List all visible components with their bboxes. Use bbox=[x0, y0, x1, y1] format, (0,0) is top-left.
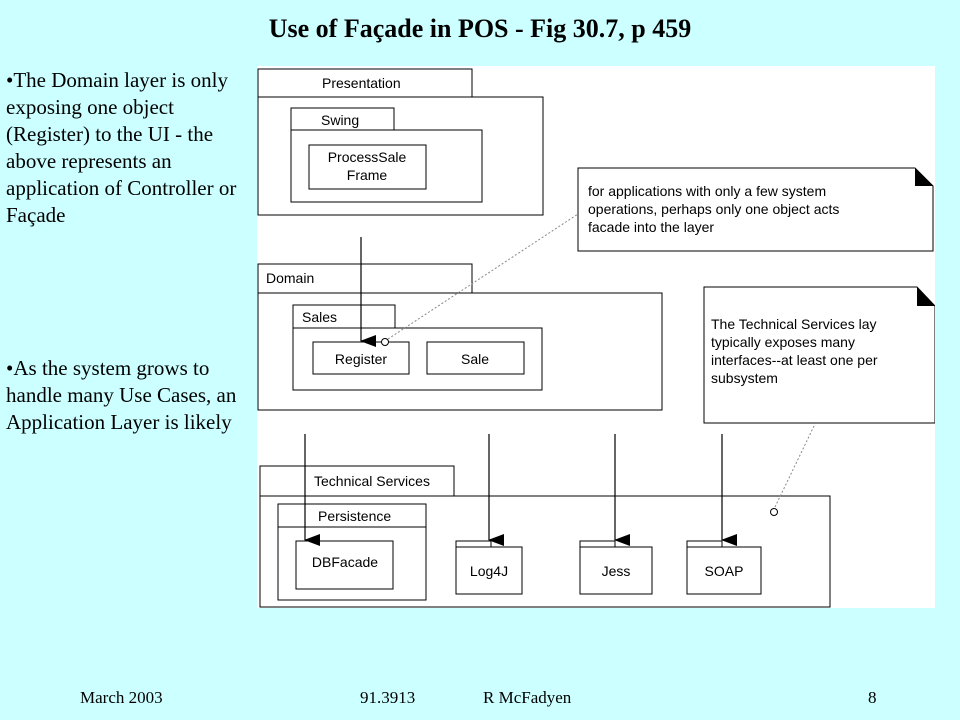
tech-note-anchor bbox=[770, 508, 778, 516]
domain-label: Domain bbox=[266, 270, 314, 286]
bullet-text: •The Domain layer is only exposing one o… bbox=[6, 68, 237, 227]
sale-label: Sale bbox=[461, 351, 489, 367]
persistence-label: Persistence bbox=[318, 508, 391, 524]
facade-note-line1: for applications with only a few system bbox=[588, 183, 826, 199]
soap-label: SOAP bbox=[705, 563, 744, 579]
technical-services-label: Technical Services bbox=[314, 473, 430, 489]
register-label: Register bbox=[335, 351, 387, 367]
swing-label: Swing bbox=[321, 112, 359, 128]
tech-note-line2: typically exposes many bbox=[711, 334, 855, 350]
facade-note-anchor bbox=[381, 338, 389, 346]
bullet-application-layer: •As the system grows to handle many Use … bbox=[6, 355, 242, 436]
process-sale-frame-label-line1: ProcessSale bbox=[328, 149, 407, 165]
tech-note-line3: interfaces--at least one per bbox=[711, 352, 878, 368]
register-box: Register bbox=[312, 341, 410, 375]
slide-title: Use of Façade in POS - Fig 30.7, p 459 bbox=[268, 14, 692, 43]
package-diagram: Presentation Swing ProcessSale Frame Dom… bbox=[257, 66, 935, 608]
log4j-package: Log4J bbox=[455, 540, 523, 595]
facade-note: for applications with only a few system … bbox=[577, 167, 934, 252]
tech-services-note: The Technical Services lay typically exp… bbox=[703, 286, 935, 424]
db-facade-label: DBFacade bbox=[312, 554, 378, 570]
sale-box: Sale bbox=[426, 341, 525, 375]
jess-package: Jess bbox=[579, 540, 653, 595]
jess-label: Jess bbox=[602, 563, 631, 579]
tech-note-line1: The Technical Services lay bbox=[711, 316, 876, 332]
soap-package: SOAP bbox=[686, 540, 762, 595]
facade-note-connector bbox=[387, 213, 579, 340]
process-sale-frame-label-line2: Frame bbox=[347, 167, 388, 183]
db-facade-box: DBFacade bbox=[295, 540, 394, 590]
sales-label: Sales bbox=[302, 309, 337, 325]
footer-page-number: 8 bbox=[868, 688, 877, 707]
tech-note-connector bbox=[774, 423, 816, 508]
facade-note-line3: facade into the layer bbox=[588, 219, 714, 235]
bullet-domain-layer: •The Domain layer is only exposing one o… bbox=[6, 67, 242, 229]
bullet-text: •As the system grows to handle many Use … bbox=[6, 356, 237, 434]
presentation-label: Presentation bbox=[322, 75, 401, 91]
facade-note-line2: operations, perhaps only one object acts bbox=[588, 201, 839, 217]
footer-course: 91.3913 bbox=[360, 688, 416, 707]
process-sale-frame-box: ProcessSale Frame bbox=[308, 144, 427, 190]
tech-note-line4: subsystem bbox=[711, 370, 778, 386]
footer-author: R McFadyen bbox=[483, 688, 572, 707]
log4j-label: Log4J bbox=[470, 563, 508, 579]
footer-date: March 2003 bbox=[80, 688, 163, 707]
